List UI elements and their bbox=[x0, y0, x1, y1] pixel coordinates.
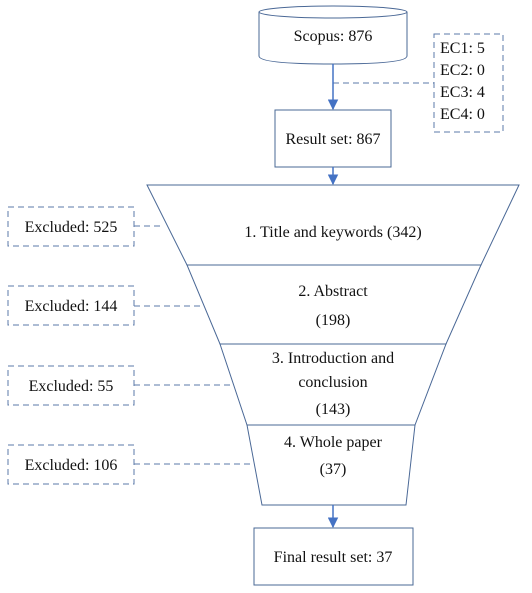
stage-1-title: 1. Title and keywords (342) bbox=[244, 224, 421, 241]
stage-3-count: (143) bbox=[316, 401, 351, 418]
final-result-label: Final result set: 37 bbox=[274, 549, 393, 566]
excluded-label-2: Excluded: 144 bbox=[25, 298, 118, 315]
final-result-node: Final result set: 37 bbox=[253, 527, 414, 586]
excluded-box-2: Excluded: 144 bbox=[7, 285, 135, 326]
ec-line-1: EC1: 5 bbox=[440, 40, 485, 57]
scopus-database-node: Scopus: 876 bbox=[258, 5, 408, 65]
ec-line-2: EC2: 0 bbox=[440, 62, 485, 79]
stage-3-title-line-2: conclusion bbox=[298, 374, 367, 391]
excluded-box-3: Excluded: 55 bbox=[7, 365, 135, 406]
excluded-label-1: Excluded: 525 bbox=[25, 219, 118, 236]
ec-line-3: EC3: 4 bbox=[440, 84, 485, 101]
excluded-label-3: Excluded: 55 bbox=[29, 378, 114, 395]
ec-line-4: EC4: 0 bbox=[440, 106, 485, 123]
stage-4-title: 4. Whole paper bbox=[284, 434, 383, 451]
funnel-stage-4: 4. Whole paper (37) bbox=[246, 424, 416, 506]
stage-3-title-line-1: 3. Introduction and bbox=[272, 350, 394, 367]
stage-2-count: (198) bbox=[316, 312, 351, 329]
exclusion-criteria-box: EC1: 5 EC2: 0 EC3: 4 EC4: 0 bbox=[433, 33, 504, 133]
stage-2-title: 2. Abstract bbox=[298, 283, 368, 300]
funnel-stage-3: 3. Introduction and conclusion (143) bbox=[219, 343, 447, 426]
excluded-box-4: Excluded: 106 bbox=[7, 444, 135, 485]
stage-4-count: (37) bbox=[320, 461, 347, 478]
database-cylinder-top bbox=[258, 5, 408, 19]
result-set-label: Result set: 867 bbox=[285, 131, 380, 148]
funnel-stage-2: 2. Abstract (198) bbox=[186, 264, 482, 345]
result-set-node: Result set: 867 bbox=[274, 109, 392, 168]
excluded-box-1: Excluded: 525 bbox=[7, 206, 135, 247]
excluded-label-4: Excluded: 106 bbox=[25, 457, 118, 474]
funnel-stage-1: 1. Title and keywords (342) bbox=[146, 184, 520, 266]
scopus-label: Scopus: 876 bbox=[294, 28, 373, 45]
